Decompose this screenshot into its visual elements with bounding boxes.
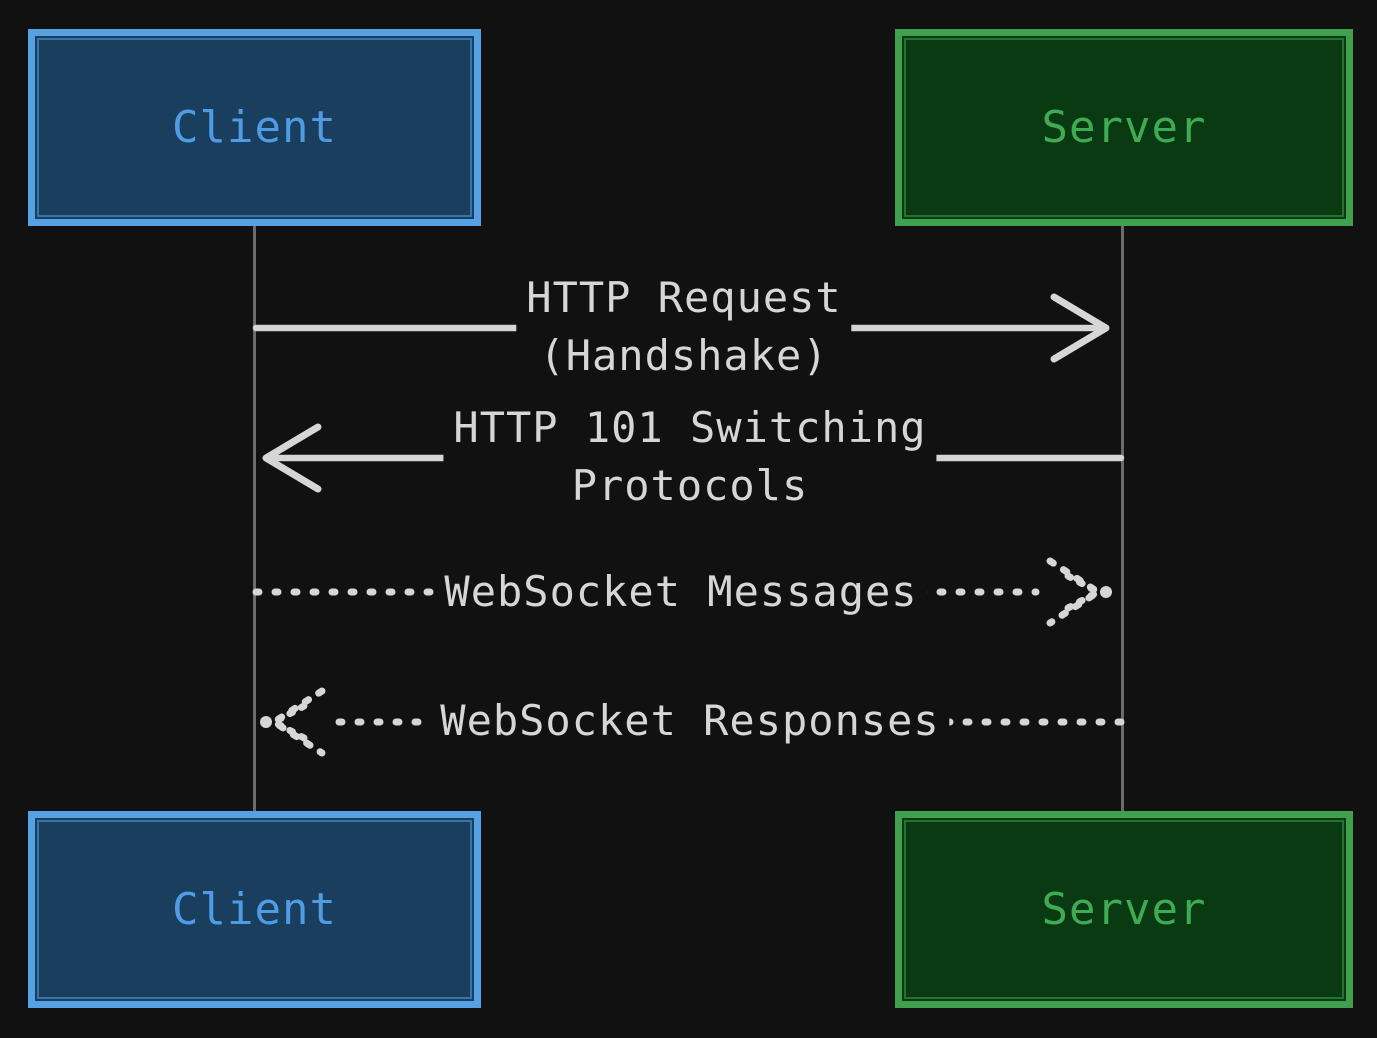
actor-label-server-bottom: Server — [1041, 884, 1207, 935]
arrowhead-right-tip-dot — [1100, 586, 1112, 598]
message-4-label-line1: WebSocket Responses — [440, 696, 940, 745]
message-2-label: HTTP 101 Switching Protocols — [443, 399, 937, 515]
message-3-label-line1: WebSocket Messages — [444, 567, 918, 616]
arrowhead-left-icon — [262, 423, 322, 493]
client-lifeline — [253, 225, 256, 812]
actor-box-client-top: Client — [28, 29, 481, 226]
arrowhead-left-tip-dot — [260, 716, 272, 728]
message-4-label: WebSocket Responses — [430, 692, 950, 750]
arrowhead-right-icon — [1050, 293, 1110, 363]
message-1-label-line2: (Handshake) — [539, 331, 829, 380]
message-3-label: WebSocket Messages — [434, 563, 928, 621]
actor-box-server-top: Server — [895, 29, 1353, 226]
actor-box-client-bottom: Client — [28, 811, 481, 1008]
message-1-label: HTTP Request (Handshake) — [516, 269, 852, 385]
server-lifeline — [1121, 225, 1124, 812]
actor-box-server-bottom: Server — [895, 811, 1353, 1008]
message-1-label-line1: HTTP Request — [526, 273, 842, 322]
actor-label-server-top: Server — [1041, 102, 1207, 153]
arrowhead-right-dotted-icon — [1046, 557, 1102, 627]
actor-label-client-bottom: Client — [172, 884, 337, 935]
message-2-label-line2: Protocols — [571, 461, 809, 510]
message-2-label-line1: HTTP 101 Switching — [453, 403, 927, 452]
arrowhead-left-dotted-icon — [270, 687, 326, 757]
arrowhead-right-dotted-inner-icon — [1064, 572, 1102, 612]
arrowhead-left-dotted-inner-icon — [270, 702, 308, 742]
actor-label-client-top: Client — [172, 102, 337, 153]
